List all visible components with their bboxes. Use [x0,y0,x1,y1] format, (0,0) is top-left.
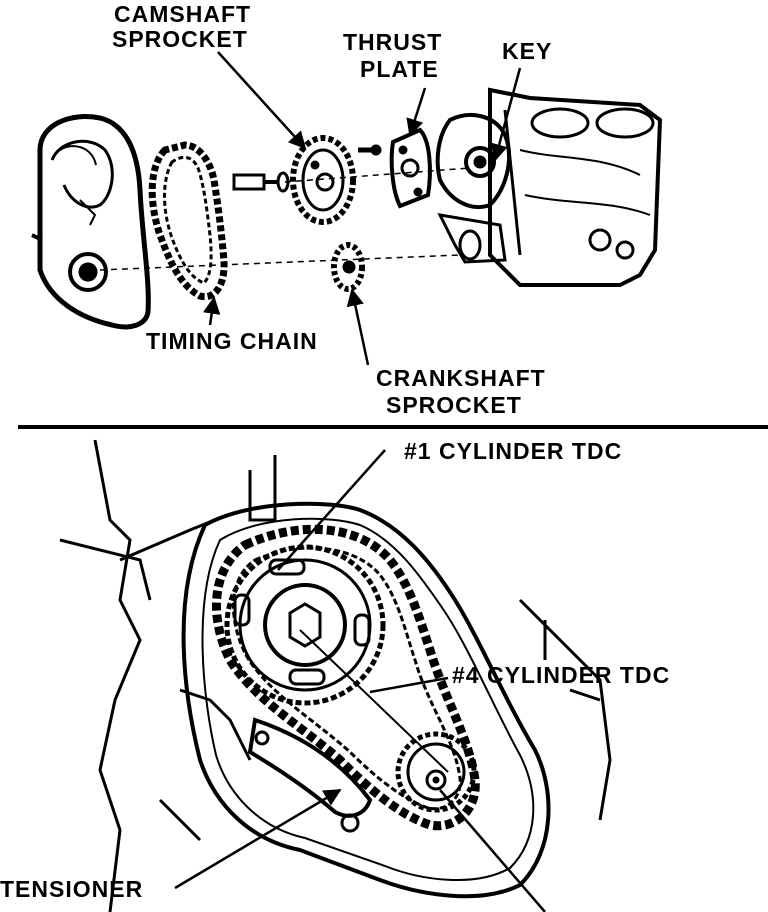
top-leader-arrows [203,51,522,366]
crankshaft-sprocket-illustration [331,242,365,292]
bottom-leader-lines [174,449,546,912]
timing-chain-label: TIMING CHAIN [146,328,318,354]
exploded-view [31,51,663,366]
tensioner-label: TENSIONER [0,876,144,902]
cylinder4-tdc-label: #4 CYLINDER TDC [452,662,671,688]
bolt-illustration [232,171,290,193]
key-label: KEY [502,38,553,64]
timing-cover-illustration [31,114,151,330]
front-view [59,439,612,912]
timing-chain-illustration [148,141,228,301]
tensioner-illustration [247,717,373,833]
camshaft-sprocket-illustration [290,135,356,225]
thrust-plate-label-line1: THRUST [343,29,443,55]
bottom-camshaft-sprocket [224,544,386,706]
cover-outline [181,501,551,899]
thrust-plate-label-line2: PLATE [360,56,439,82]
camshaft-sprocket-label-line2: SPROCKET [112,26,248,52]
small-bolt-illustration [358,144,382,156]
engine-front-structure [59,439,612,912]
engine-block-illustration [435,87,663,287]
thrust-plate-illustration [389,127,432,209]
camshaft-sprocket-label-line1: CAMSHAFT [114,1,252,27]
bottom-crankshaft-sprocket [395,731,477,813]
crankshaft-sprocket-label-line1: CRANKSHAFT [376,365,546,391]
crankshaft-sprocket-label-line2: SPROCKET [386,392,522,418]
cylinder1-tdc-label: #1 CYLINDER TDC [404,438,623,464]
